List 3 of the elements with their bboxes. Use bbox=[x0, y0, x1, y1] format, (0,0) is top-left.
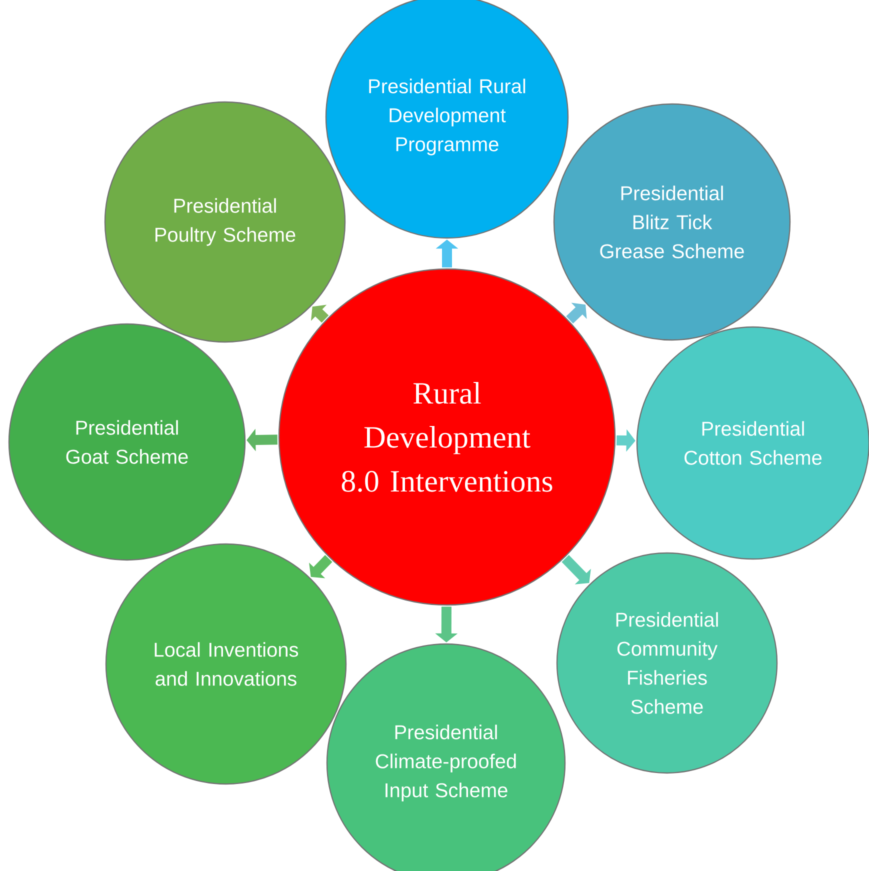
arrow bbox=[309, 555, 332, 578]
arrow bbox=[566, 302, 587, 324]
arrow bbox=[562, 555, 591, 584]
